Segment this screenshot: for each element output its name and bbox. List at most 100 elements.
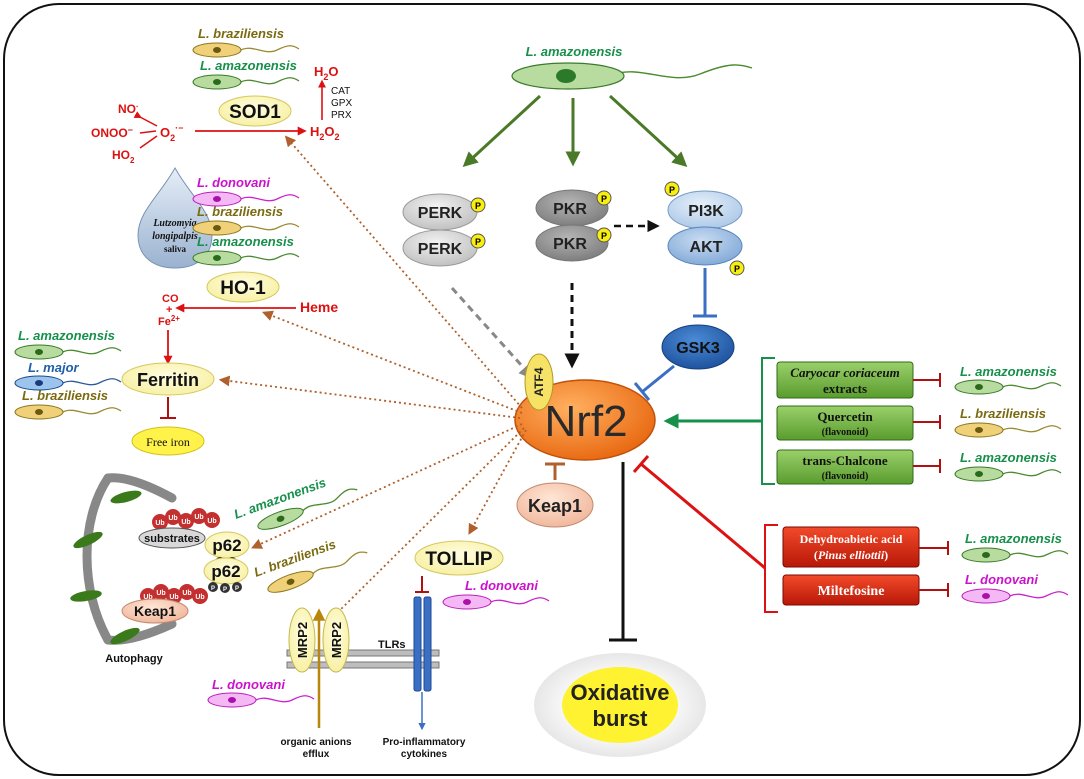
tollip-node [414,540,504,576]
nrf2-to-p62 [251,423,523,549]
phospho-badge [729,260,745,276]
svg-text:CO: CO [162,293,179,305]
activator-caryocar: Caryocar coriaceum extracts L. amazonens… [776,361,1062,399]
nrf2-to-mrp2 [327,427,525,623]
inhibitors-to-nrf2 [640,462,766,570]
membrane-block: MRP2 MRP2 organic anions efflux L. donov… [207,540,550,760]
svg-text:GSK3: GSK3 [676,340,720,357]
ferritin-node [121,362,215,396]
svg-text:PRX: PRX [331,110,352,121]
svg-text:TLRs: TLRs [378,639,406,651]
svg-text:L. amazonensis: L. amazonensis [197,234,294,249]
svg-text:(flavonoid): (flavonoid) [822,471,869,482]
svg-text:Ub: Ub [169,594,178,601]
ho1-block: HO-1 Heme CO + Fe2+ [158,271,338,365]
svg-text:HO-1: HO-1 [220,278,266,299]
top-parasite: L. amazonensis [511,44,753,90]
svg-text:P: P [669,185,675,195]
svg-text:ATF4: ATF4 [532,367,546,396]
svg-text:saliva: saliva [164,244,187,254]
svg-text:Caryocar coriaceum: Caryocar coriaceum [790,365,899,380]
inhibitor-dehydroabietic: Dehydroabietic acid (Pinus elliottii) L.… [782,526,1069,568]
svg-text:MRP2: MRP2 [329,622,344,658]
sod1-block: L. braziliensis L. amazonensis SOD1 NO· … [91,26,352,165]
mrp2-left [288,607,316,673]
svg-text:Oxidative: Oxidative [570,680,669,705]
svg-text:Quercetin: Quercetin [817,409,873,424]
perk-to-nrf2-arrow [450,286,535,380]
svg-text:L. donovani: L. donovani [465,578,538,593]
svg-text:Fe2+: Fe2+ [158,314,180,328]
svg-text:P: P [601,231,607,241]
svg-text:Ub: Ub [156,590,165,597]
lc3-leaf-icon [70,590,102,602]
svg-text:Ferritin: Ferritin [137,370,199,390]
phospho-badge [664,181,680,197]
nrf2-target-arrows [218,135,527,623]
pi3k-akt: PI3K AKT P P [664,181,745,276]
membrane-lower [286,661,440,669]
svg-text:P: P [235,586,239,592]
svg-text:PERK: PERK [418,241,463,258]
svg-text:L. amazonensis: L. amazonensis [18,328,115,343]
phospho-badge [596,227,612,243]
svg-text:extracts: extracts [823,381,867,396]
svg-text:L. donovani: L. donovani [212,677,285,692]
amazonensis-label: L. amazonensis [200,58,297,73]
svg-text:PKR: PKR [553,236,587,253]
svg-text:Ub: Ub [182,590,191,597]
lc3-leaf-icon [110,627,140,645]
svg-text:(Pinus elliottii): (Pinus elliottii) [814,548,888,562]
svg-text:HO2: HO2 [112,148,135,165]
nrf2-to-tollip [468,429,527,535]
svg-text:Ub: Ub [195,594,204,601]
activator-quercetin: Quercetin (flavonoid) L. braziliensis [776,405,1062,441]
atf4-node [524,353,554,411]
keap1-central-node [516,482,594,528]
ferritin-block: L. amazonensis L. major L. braziliensis … [14,328,215,456]
svg-text:L. major: L. major [28,360,80,375]
svg-text:H2O2: H2O2 [310,124,340,142]
svg-text:(flavonoid): (flavonoid) [822,427,869,438]
svg-text:L. braziliensis: L. braziliensis [197,204,283,219]
svg-text:Keap1: Keap1 [528,496,582,516]
autophagosome-membrane [82,473,113,645]
phospho-badge [470,197,486,213]
nrf2-to-ho1 [261,310,523,414]
inhibitor-bracket [764,524,778,613]
svg-text:SOD1: SOD1 [229,102,281,123]
svg-text:TOLLIP: TOLLIP [425,549,493,570]
substrates-node [138,527,206,549]
svg-text:L. amazonensis: L. amazonensis [965,531,1062,546]
svg-text:longipalpis: longipalpis [152,231,198,242]
pkr-lower [535,224,609,262]
tlr-chain-left [413,596,422,692]
phospho-badge [596,190,612,206]
saliva-drop-icon [137,166,213,269]
svg-text:P: P [734,264,740,274]
tlr-chain-right [423,596,432,692]
perk-dimer: PERK PERK P P [402,193,486,267]
svg-text:P: P [475,201,481,211]
inhibitor-miltefosine: Miltefosine L. donovani [782,572,1069,606]
sod1-node [218,95,292,127]
svg-text:p62: p62 [211,562,240,581]
svg-text:Ub: Ub [168,515,177,522]
svg-text:Ub: Ub [207,518,216,525]
svg-text:MRP2: MRP2 [295,622,310,658]
svg-text:Ub: Ub [194,514,203,521]
svg-text:PI3K: PI3K [688,203,724,220]
svg-text:burst: burst [593,706,649,731]
svg-text:NO·: NO· [118,102,139,116]
svg-text:ONOO−: ONOO− [91,125,133,140]
arrow-to-pi3k [608,94,688,168]
svg-text:substrates: substrates [144,533,200,545]
membrane-upper [286,649,440,657]
svg-text:Nrf2: Nrf2 [544,397,627,446]
pkr-dimer: PKR PKR P P [535,189,612,262]
svg-text:GPX: GPX [331,98,352,109]
svg-text:PKR: PKR [553,201,587,218]
svg-text:Lutzomyia: Lutzomyia [152,218,196,229]
svg-text:+: + [166,304,172,316]
